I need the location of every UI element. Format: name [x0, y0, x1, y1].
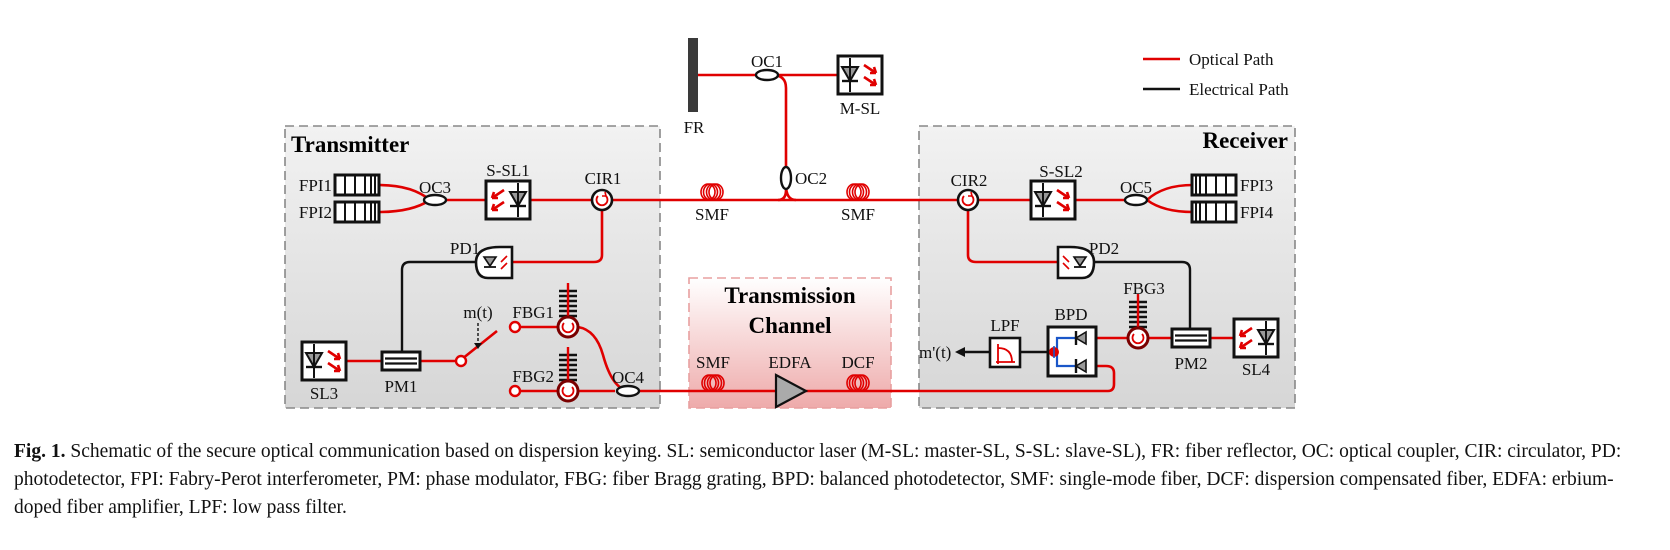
laser-sl3	[300, 340, 348, 382]
label-lpf: LPF	[990, 316, 1019, 335]
legend: Optical Path Electrical Path	[1143, 50, 1289, 99]
coupler-oc2	[779, 165, 793, 191]
label-msl: M-SL	[840, 99, 881, 118]
label-cir1: CIR1	[585, 169, 622, 188]
label-fpi4: FPI4	[1240, 203, 1274, 222]
caption-text: Schematic of the secure optical communic…	[14, 441, 1622, 518]
label-oc5: OC5	[1120, 178, 1152, 197]
balanced-photodetector	[1046, 325, 1098, 378]
receiver-block	[918, 125, 1296, 409]
label-fr: FR	[684, 118, 705, 137]
fbg2-circulator	[556, 379, 580, 403]
circulator-2	[956, 188, 980, 212]
label-oc3: OC3	[419, 178, 451, 197]
channel-title-line2: Channel	[748, 313, 831, 338]
schematic-diagram: Optical Path Electrical Path Transmitter…	[284, 38, 1296, 409]
label-fbg2: FBG2	[512, 367, 554, 386]
label-pm1: PM1	[384, 377, 417, 396]
label-ssl2: S-SL2	[1039, 162, 1082, 181]
caption-fig-label: Fig. 1.	[14, 441, 66, 462]
label-dcf: DCF	[841, 353, 874, 372]
label-smf-right: SMF	[841, 205, 875, 224]
label-pd1: PD1	[450, 239, 480, 258]
label-fbg3: FBG3	[1123, 279, 1165, 298]
fpi4	[1190, 200, 1238, 224]
coupler-oc1	[754, 68, 780, 82]
phase-modulator-2	[1170, 327, 1212, 349]
smf-coil-left	[700, 183, 724, 201]
transmitter-title: Transmitter	[291, 132, 409, 157]
circulator-1	[590, 188, 614, 212]
switch-pivot	[454, 354, 468, 368]
label-oc1: OC1	[751, 52, 783, 71]
channel-title-line1: Transmission	[724, 283, 855, 308]
photodetector-1	[474, 245, 514, 280]
label-ssl1: S-SL1	[486, 161, 529, 180]
fbg3-circulator	[1126, 326, 1150, 350]
fpi2	[333, 200, 381, 224]
switch-terminal-fbg1	[508, 320, 522, 334]
phase-modulator-1	[380, 350, 422, 372]
receiver-title: Receiver	[1202, 128, 1288, 153]
smf-coil-right	[846, 183, 870, 201]
transmitter-block	[284, 125, 661, 409]
legend-optical-label: Optical Path	[1189, 50, 1274, 69]
coupler-oc3	[422, 193, 448, 207]
label-fbg1: FBG1	[512, 303, 554, 322]
label-bpd: BPD	[1054, 305, 1087, 324]
coupler-oc4	[615, 384, 641, 398]
legend-electrical-label: Electrical Path	[1189, 80, 1289, 99]
fpi1	[333, 173, 381, 197]
label-smf-left: SMF	[695, 205, 729, 224]
label-mt: m(t)	[463, 303, 492, 322]
slave-laser-1	[484, 179, 532, 221]
label-pm2: PM2	[1174, 354, 1207, 373]
label-fpi1: FPI1	[299, 176, 332, 195]
label-mprime: m'(t)	[919, 343, 951, 362]
label-sl3: SL3	[310, 384, 338, 403]
label-sl4: SL4	[1242, 360, 1271, 379]
low-pass-filter	[988, 336, 1022, 369]
label-ch-smf: SMF	[696, 353, 730, 372]
laser-sl4	[1232, 317, 1280, 359]
slave-laser-2	[1029, 179, 1077, 221]
fpi3	[1190, 173, 1238, 197]
fbg1-circulator	[556, 315, 580, 339]
coupler-oc5	[1123, 193, 1149, 207]
photodetector-2	[1056, 245, 1096, 280]
label-fpi2: FPI2	[299, 203, 332, 222]
label-edfa: EDFA	[768, 353, 812, 372]
label-fpi3: FPI3	[1240, 176, 1273, 195]
label-oc4: OC4	[612, 368, 645, 387]
switch-terminal-fbg2	[508, 384, 522, 398]
fiber-reflector	[688, 38, 698, 112]
edfa-amplifier	[774, 373, 809, 409]
label-pd2: PD2	[1089, 239, 1119, 258]
master-laser	[836, 54, 884, 96]
figure-caption: Fig. 1. Schematic of the secure optical …	[14, 438, 1659, 522]
label-cir2: CIR2	[951, 171, 988, 190]
electrical-paths	[400, 260, 1192, 357]
label-oc2: OC2	[795, 169, 827, 188]
